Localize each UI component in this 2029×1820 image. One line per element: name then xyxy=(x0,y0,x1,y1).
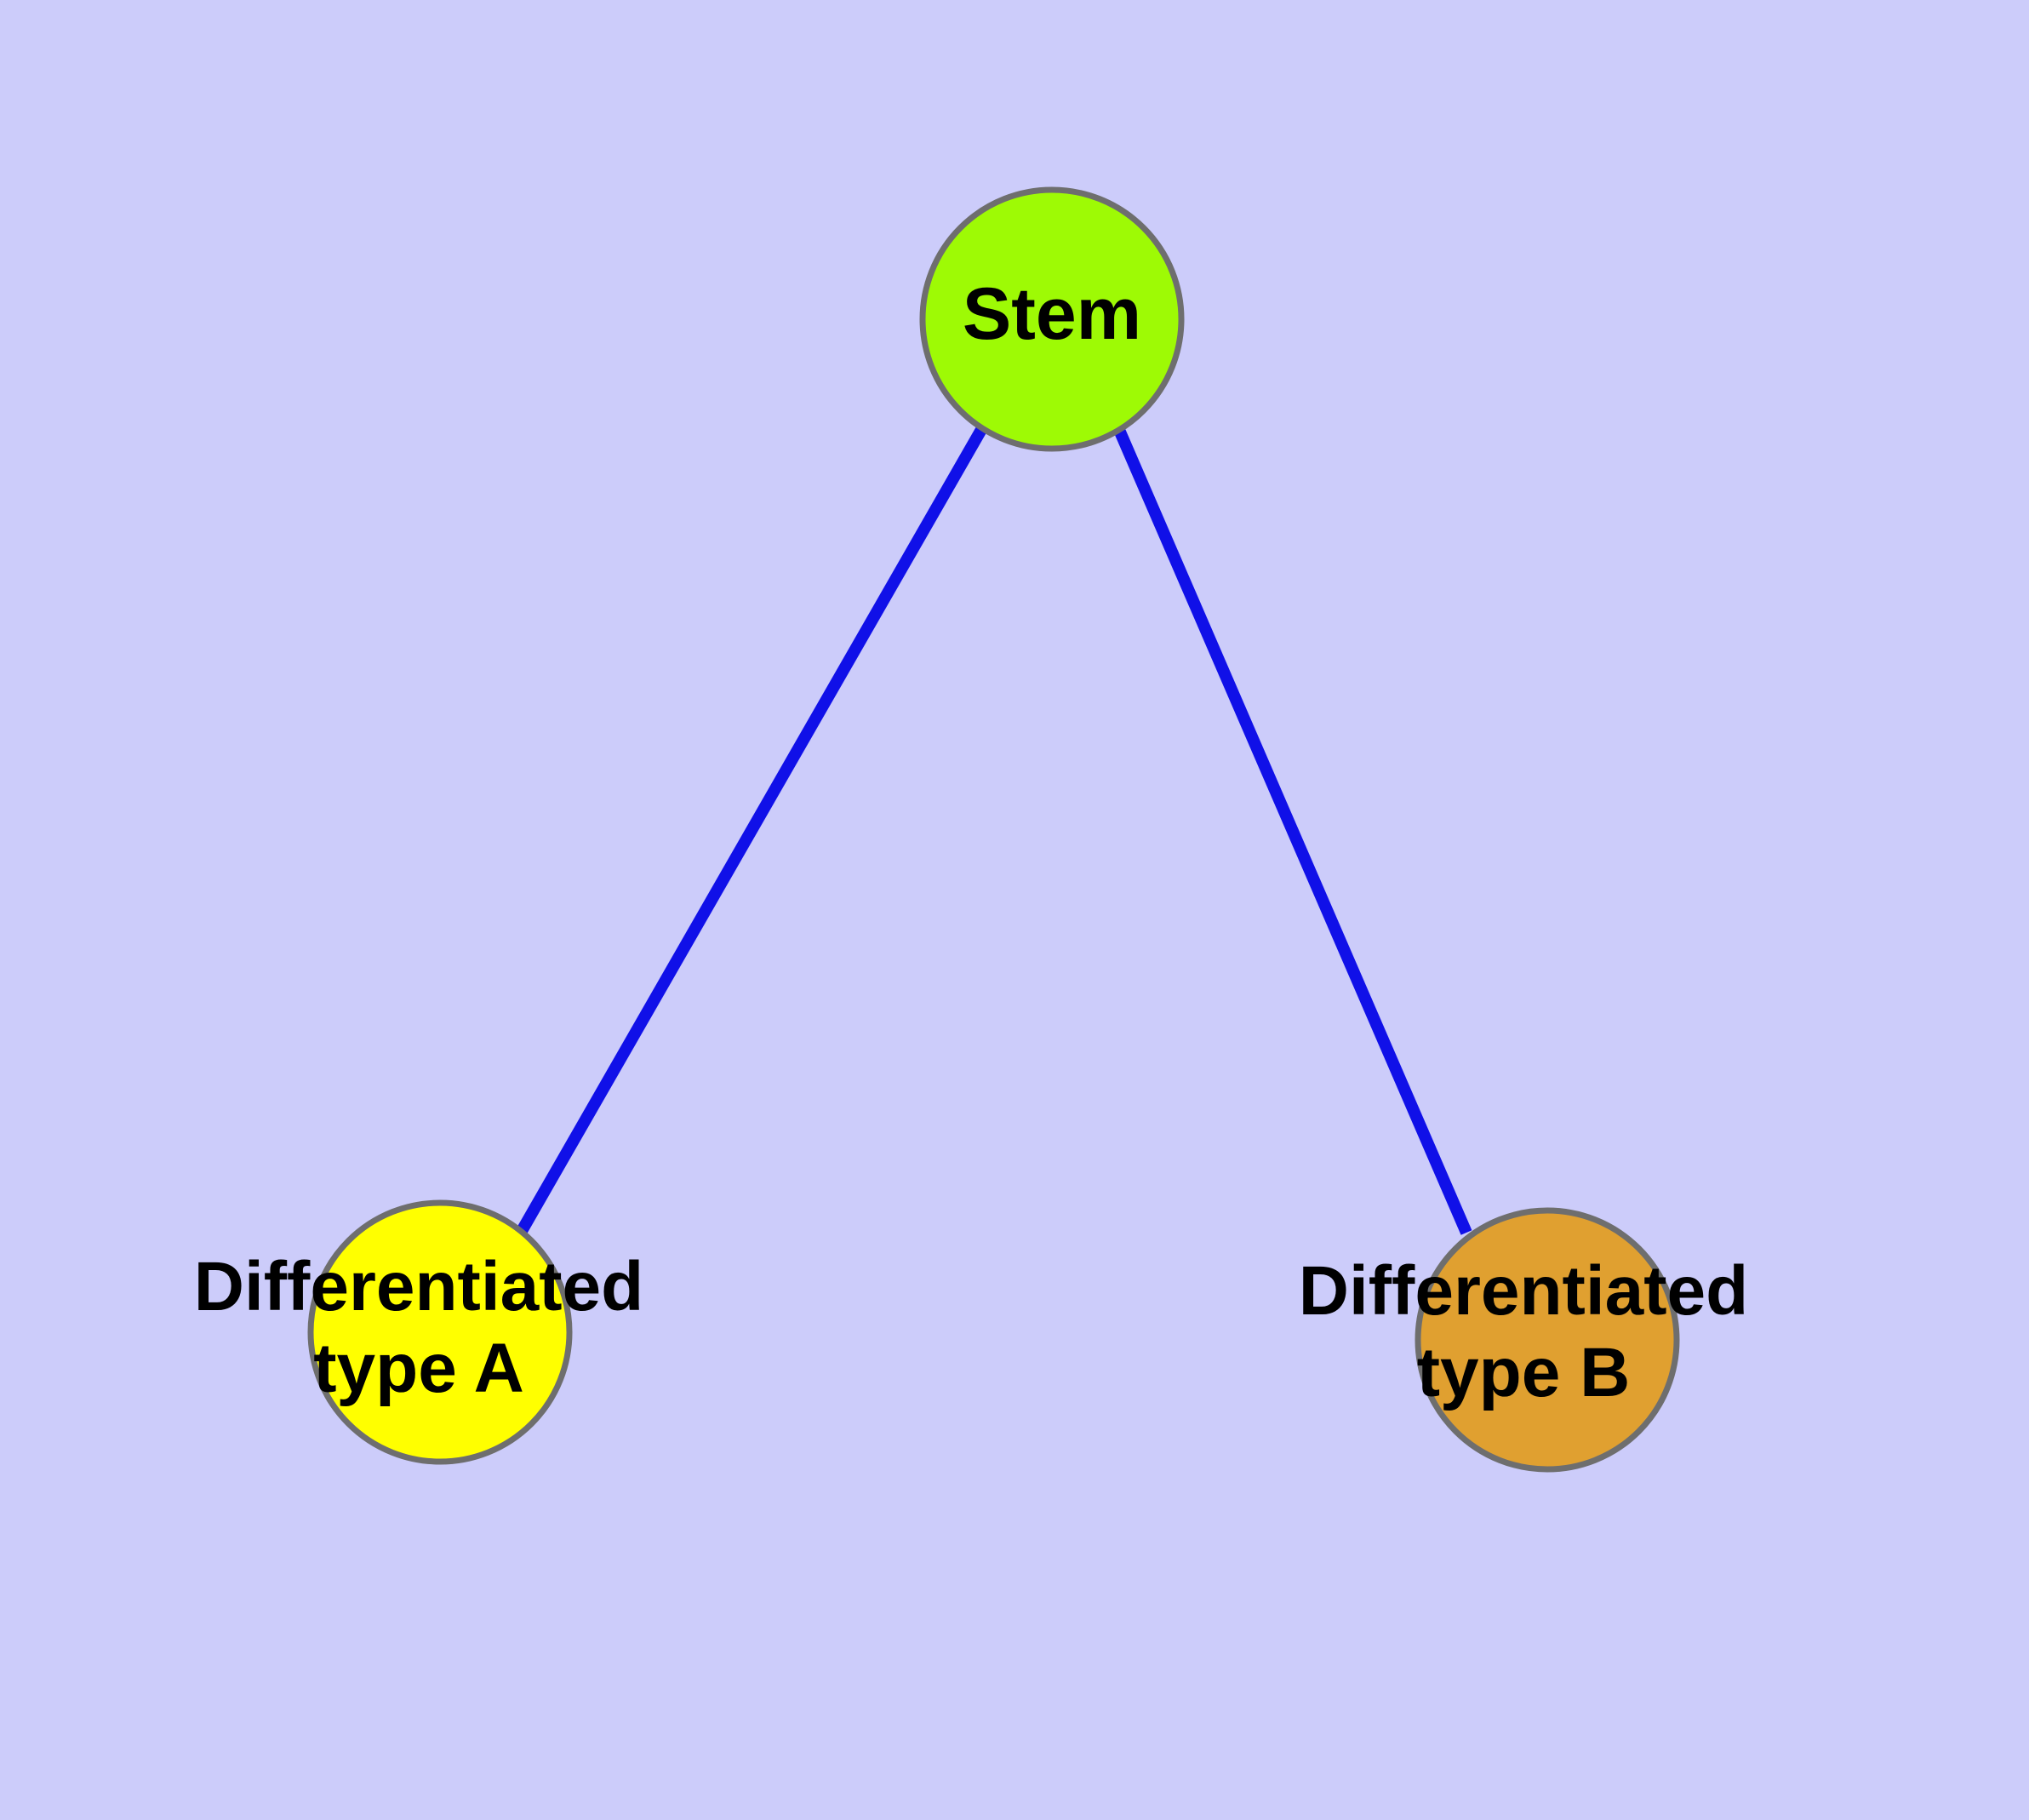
node-label-line: type B xyxy=(1417,1334,1631,1411)
node-stem[interactable] xyxy=(919,186,1185,452)
node-diff-b[interactable] xyxy=(1415,1207,1680,1473)
node-label-line: Stem xyxy=(963,273,1141,355)
edge-stem-to-diff-a[interactable] xyxy=(516,425,988,1234)
edge-stem-to-diff-b[interactable] xyxy=(1113,427,1472,1235)
node-label-line: Differentiated xyxy=(194,1248,644,1325)
node-label-stem: Stem xyxy=(963,273,1141,355)
node-label-line: Differentiated xyxy=(1299,1252,1749,1330)
nodes-layer xyxy=(307,186,1680,1473)
node-diff-a[interactable] xyxy=(307,1199,573,1465)
node-label-line: type A xyxy=(313,1330,524,1407)
edges-layer xyxy=(516,425,1472,1235)
